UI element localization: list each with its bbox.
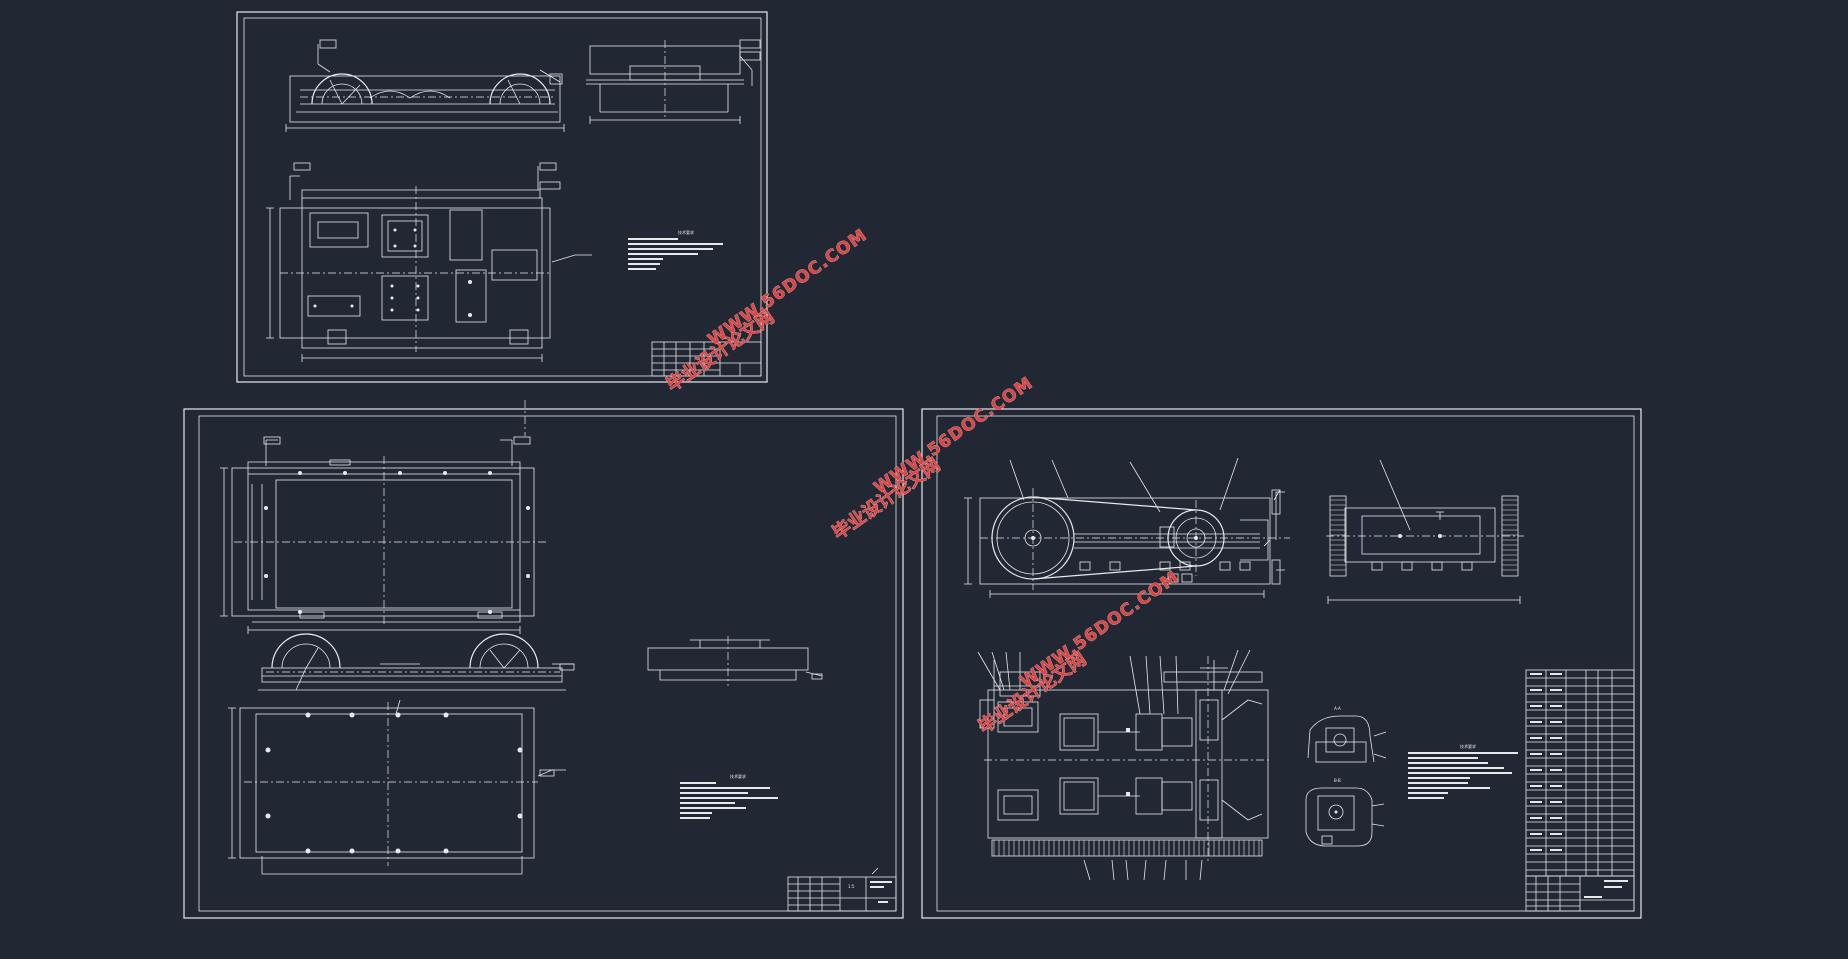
- svg-text:技术要求: 技术要求: [1460, 743, 1476, 749]
- view-assembly-plan: [977, 649, 1272, 881]
- view-section-b: B-B: [1305, 778, 1385, 847]
- svg-text:技术要求: 技术要求: [730, 773, 746, 779]
- svg-text:1:5: 1:5: [848, 884, 855, 889]
- view-end-rollers: [1326, 459, 1524, 604]
- title-block-3: [1525, 875, 1635, 912]
- view-section-small: [647, 636, 823, 686]
- watermark-3: 毕业设计论文网 WWW.56DOC.COM: [974, 567, 1184, 738]
- svg-text:WWW.56DOC.COM: WWW.56DOC.COM: [871, 373, 1038, 498]
- view-front-small: [586, 39, 761, 124]
- sheet-bottom-left: 技术要求 1:5: [183, 400, 904, 919]
- view-plan-top: [266, 162, 592, 362]
- sheet-top-left: 技术要求: [236, 11, 768, 383]
- svg-text:A-A: A-A: [1334, 706, 1341, 711]
- view-plan-upper: [220, 436, 546, 634]
- view-belt-drive: [964, 457, 1290, 598]
- technical-notes-2: 技术要求: [680, 773, 778, 819]
- parts-list: [1525, 669, 1635, 877]
- title-block-1: [651, 341, 762, 377]
- sheet-right: A-A B-B 技术要求: [921, 408, 1642, 919]
- technical-notes-3: 技术要求: [1408, 743, 1518, 799]
- svg-text:技术要求: 技术要求: [678, 229, 694, 235]
- view-side-profile: [285, 39, 565, 132]
- svg-text:WWW.56DOC.COM: WWW.56DOC.COM: [1017, 567, 1184, 692]
- title-block-2: 1:5: [787, 867, 897, 912]
- technical-notes-1: 技术要求: [628, 229, 723, 270]
- svg-text:B-B: B-B: [1334, 778, 1341, 783]
- view-plan-lower: [228, 699, 566, 875]
- svg-text:WWW.56DOC.COM: WWW.56DOC.COM: [705, 225, 872, 350]
- view-section-a: A-A: [1307, 706, 1387, 763]
- view-side-elevation: [258, 633, 575, 691]
- svg-text:毕业设计论文网: 毕业设计论文网: [828, 454, 944, 544]
- watermark-2: 毕业设计论文网 WWW.56DOC.COM: [828, 373, 1038, 544]
